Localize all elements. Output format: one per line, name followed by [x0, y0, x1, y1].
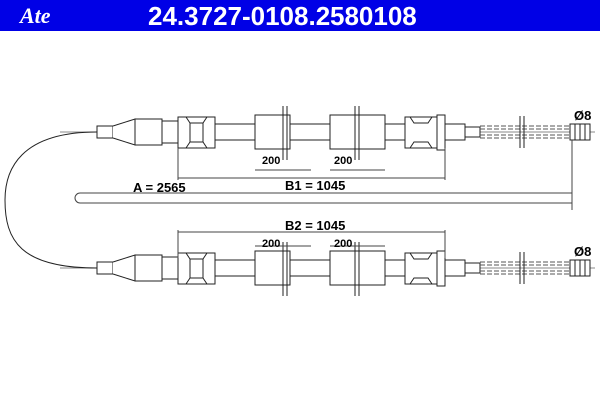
- b1-dimension: B1 = 1045: [285, 178, 346, 193]
- lower-cable-assembly: [59, 241, 596, 297]
- segment-dim-1: 200: [262, 155, 281, 167]
- ref-number: 580108: [330, 1, 417, 31]
- segment-dim-3: 200: [262, 238, 281, 250]
- cable-loop: [4, 131, 98, 269]
- segment-dim-4: 200: [334, 238, 353, 250]
- dimension-lines: [74, 140, 573, 258]
- b2-dimension: B2 = 1045: [285, 218, 346, 233]
- diameter-lower: Ø8: [574, 244, 592, 259]
- segment-dim-2: 200: [334, 155, 353, 167]
- upper-cable-assembly: [59, 105, 596, 161]
- part-number: 24.3727-0108.2: [148, 1, 331, 31]
- diameter-upper: Ø8: [574, 108, 592, 123]
- ate-logo: Ate: [20, 3, 51, 28]
- header-bar: Ate 24.3727-0108.2 580108: [0, 0, 600, 31]
- a-dimension: A = 2565: [133, 180, 186, 195]
